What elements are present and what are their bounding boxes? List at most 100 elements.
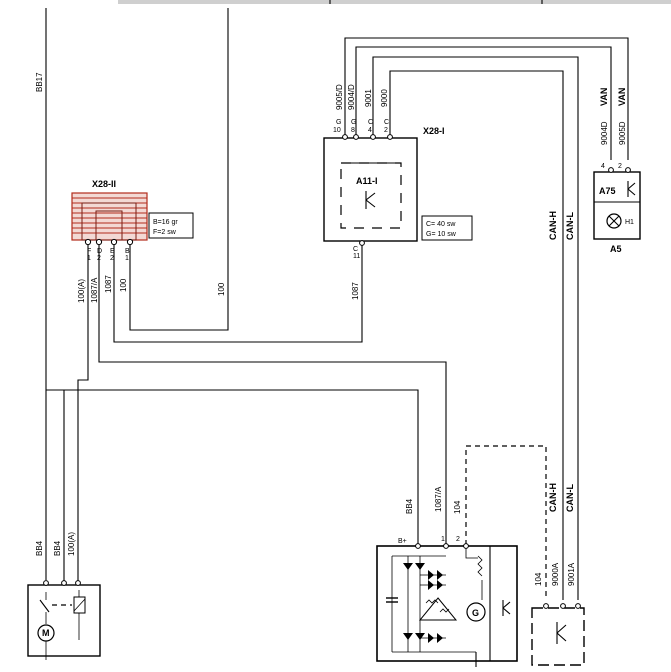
wire-104-dashed [465, 445, 547, 600]
sensor-symbol-icon [627, 181, 636, 197]
svg-text:B=16 gr: B=16 gr [153, 219, 178, 226]
pin-label: F [87, 248, 91, 255]
wire-label-bb17: BB17 [35, 72, 44, 92]
wire-label-9000: 9000 [380, 89, 389, 107]
pin-label: 1 [87, 255, 91, 262]
wire-label-canh-top: CAN-H [548, 211, 558, 240]
pin-terminal [387, 134, 393, 140]
pin-label: C [368, 119, 373, 126]
pin-terminal [625, 167, 631, 173]
wire-label-bb4-a: BB4 [35, 540, 44, 556]
wire-bb4-alt [46, 389, 419, 545]
pin-terminal [415, 543, 421, 549]
wire-label-9005d: 9005/D [335, 84, 344, 110]
pin-label: C [353, 246, 358, 253]
pin-terminal [61, 580, 67, 586]
wire-label-1087-mid: 1087 [351, 282, 360, 300]
connector-label-x28-i: X28-I [423, 126, 445, 136]
pin-terminal [43, 580, 49, 586]
wire-label-9001a: 9001A [567, 562, 576, 586]
pin-terminal [608, 167, 614, 173]
module-label-a75: A75 [599, 186, 616, 196]
wire-1087 [113, 245, 363, 343]
pin-terminal [342, 134, 348, 140]
pin-terminal [370, 134, 376, 140]
wire-100a [77, 245, 89, 588]
wire-label-bb4-b: BB4 [53, 540, 62, 556]
pin-terminal [75, 580, 81, 586]
wire-label-van-2: VAN [617, 88, 627, 106]
pin-label: 1 [125, 255, 129, 262]
pin-terminal [359, 240, 365, 246]
wire-label-104-b: 104 [534, 572, 543, 586]
wire-label-100a: 100(A) [77, 279, 86, 303]
pin-label: B+ [398, 538, 407, 545]
connector-x28-ii [71, 192, 148, 241]
pin-terminal [84, 238, 92, 246]
svg-text:G= 10 sw: G= 10 sw [426, 231, 457, 238]
module-label-a11: A11-I [356, 176, 378, 186]
wire-label-9000a: 9000A [551, 562, 560, 586]
module-can-interface [531, 607, 585, 666]
pin-label: E [110, 248, 115, 255]
pin-terminal [110, 238, 118, 246]
pin-label: G [336, 119, 341, 126]
wire-label-100a-bot: 100(A) [67, 532, 76, 556]
wire-9005d [344, 37, 629, 160]
wire-label-1087a: 1087/A [90, 277, 99, 303]
pin-label: 2 [110, 255, 114, 262]
pin-label: 2 [384, 127, 388, 134]
sensor-symbol-icon [365, 191, 376, 209]
pin-label: 2 [618, 163, 622, 170]
pin-label: 1 [441, 536, 445, 543]
module-a75 [593, 171, 641, 240]
pin-terminal [443, 543, 449, 549]
pin-terminal [95, 238, 103, 246]
note-box-x28-ii: B=16 gr F=2 sw [148, 212, 194, 239]
pin-label: 11 [353, 253, 360, 260]
generator-label-g: G [472, 608, 479, 618]
pin-terminal [353, 134, 359, 140]
wire-label-100: 100 [217, 282, 226, 296]
wire-label-104: 104 [453, 500, 462, 514]
module-label-a5: A5 [610, 244, 622, 254]
wire-9000 [389, 70, 564, 600]
wire-label-9004d: 9004/D [347, 84, 356, 110]
pin-terminal [560, 603, 566, 609]
pin-label: 10 [333, 127, 341, 134]
wire-label-9005d-r: 9005D [618, 121, 627, 145]
pin-label: B [125, 248, 130, 255]
connector-label-x28-ii: X28-II [92, 179, 116, 189]
wire-label-9004d-r: 9004D [600, 121, 609, 145]
pin-terminal [126, 238, 134, 246]
starter-motor-block [27, 584, 101, 660]
pin-label: 8 [351, 127, 355, 134]
top-frame-strip [118, 0, 671, 4]
wire-9004d [355, 46, 612, 160]
wire-label-van-1: VAN [599, 88, 609, 106]
wire-1087a [98, 245, 447, 545]
wire-label-bb4-c: BB4 [405, 498, 414, 514]
pin-label: 4 [368, 127, 372, 134]
motor-label-m: M [42, 628, 50, 638]
pin-label: G [351, 119, 356, 126]
pin-label: 4 [601, 163, 605, 170]
wire-label-1087: 1087 [104, 275, 113, 293]
wire-9001 [372, 56, 579, 600]
alternator-block [376, 545, 518, 662]
wire-label-canh-bot: CAN-H [548, 483, 558, 512]
pin-terminal [543, 603, 549, 609]
svg-text:F=2 sw: F=2 sw [153, 229, 177, 236]
svg-text:C= 40 sw: C= 40 sw [426, 221, 456, 228]
pin-terminal [575, 603, 581, 609]
lamp-label-h1: H1 [625, 219, 634, 226]
note-box-x28-i: C= 40 sw G= 10 sw [421, 215, 473, 241]
wire-label-1087a-bot: 1087/A [434, 486, 443, 512]
wire-label-canl-top: CAN-L [565, 212, 575, 240]
lamp-icon [606, 213, 622, 229]
connector-x28-i [323, 137, 418, 242]
pin-label: C [384, 119, 389, 126]
wire-100 [129, 8, 229, 331]
wire-label-100-b: 100 [119, 278, 128, 292]
